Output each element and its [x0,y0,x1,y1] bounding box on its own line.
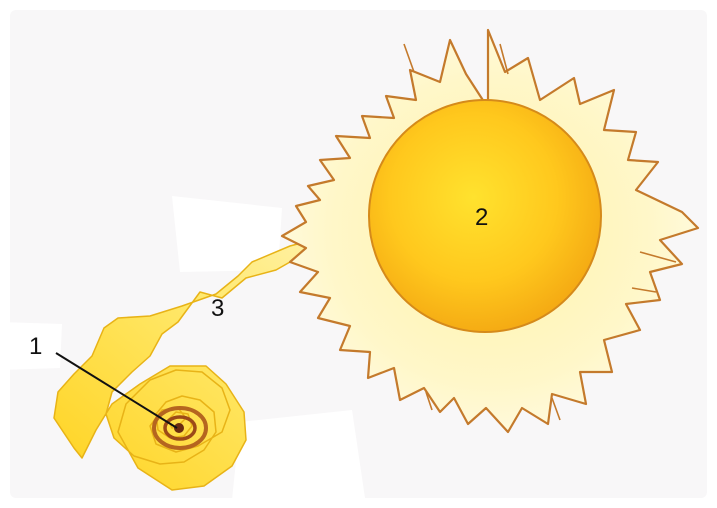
label-tail: 3 [211,297,224,321]
blank-patch [232,410,365,500]
label-spiral-core: 1 [29,335,42,359]
label-sun: 2 [475,206,488,230]
